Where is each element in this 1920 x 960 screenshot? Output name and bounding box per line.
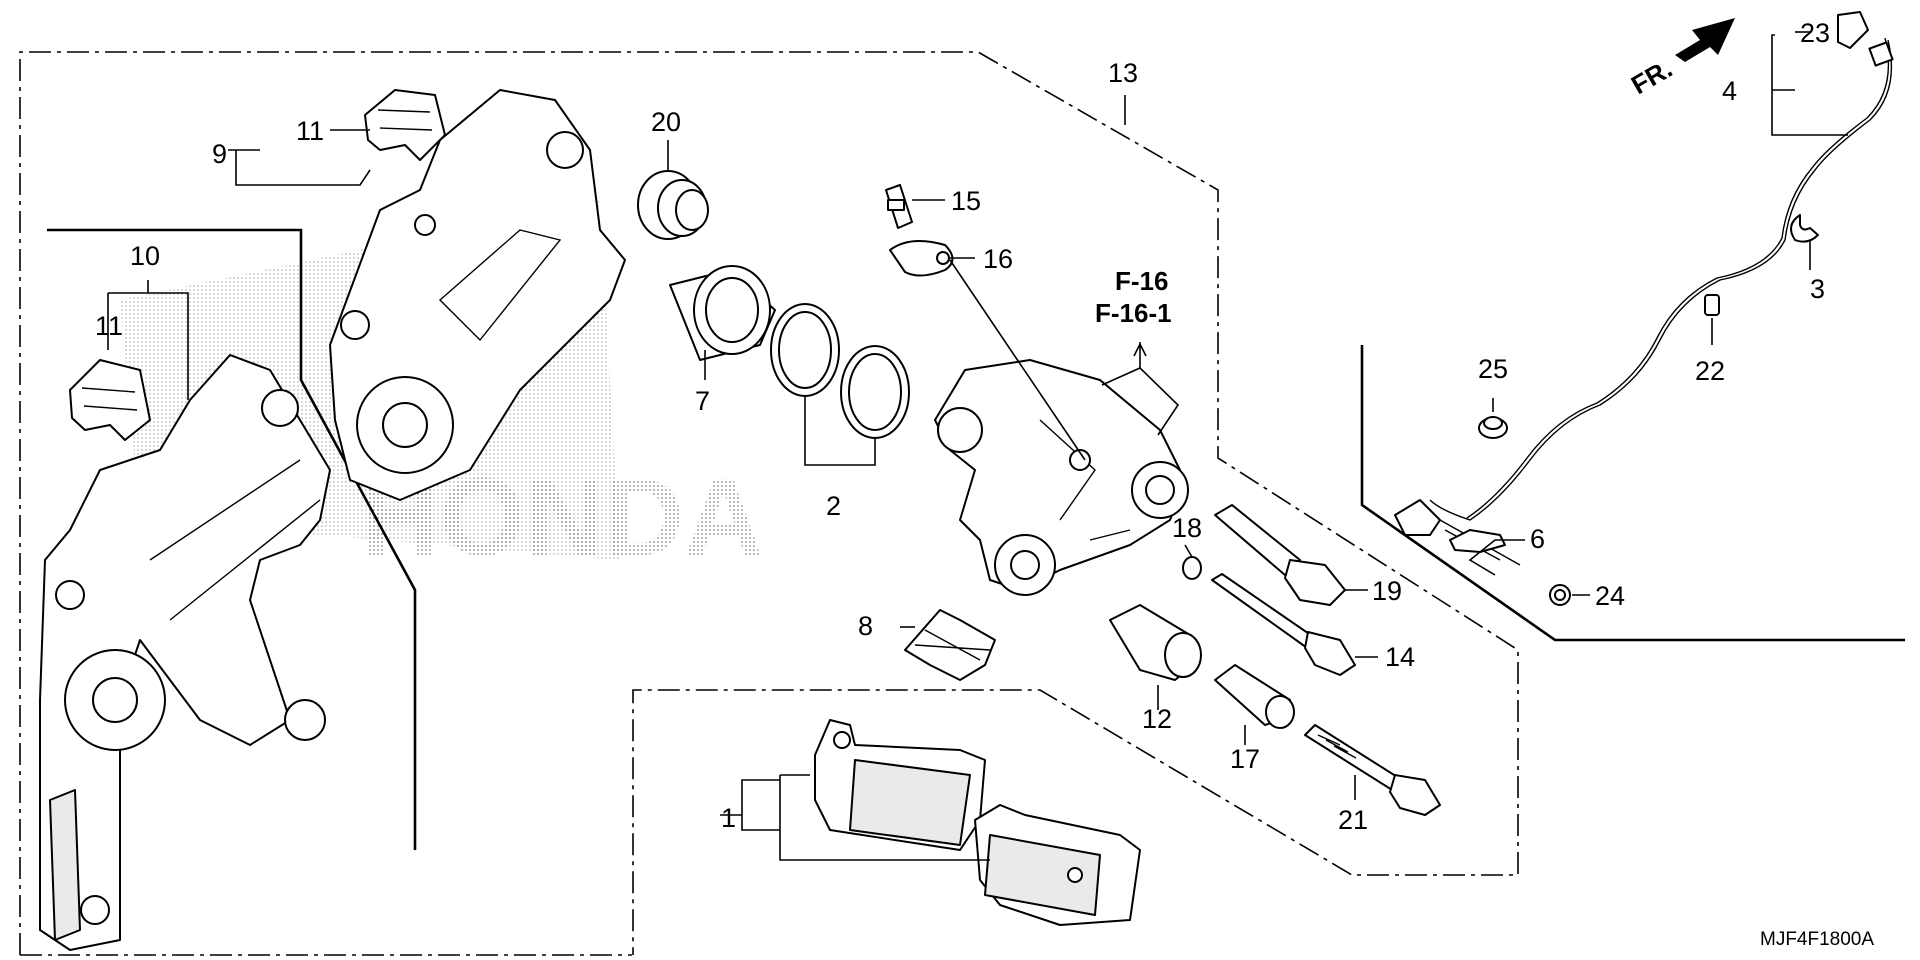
diagram-code: MJF4F1800A — [1760, 929, 1874, 950]
bleeder-screw — [885, 184, 913, 229]
pin-bolt — [1211, 573, 1356, 676]
pin-bolt-long — [1214, 504, 1346, 606]
brake-pads — [814, 719, 1141, 926]
caliper-bracket-lower — [39, 354, 331, 951]
pad-spring-upper — [364, 89, 446, 161]
callout-19: 19 — [1372, 576, 1402, 606]
reference-link: F-16 F-16-1 — [1095, 266, 1180, 436]
caliper-body — [934, 359, 1189, 596]
callout-4: 4 — [1722, 76, 1737, 106]
grommet — [1478, 416, 1508, 439]
callout-9: 9 — [212, 139, 227, 169]
callout-20: 20 — [651, 107, 681, 137]
piston — [669, 265, 776, 361]
callout-3: 3 — [1810, 274, 1825, 304]
reference-line-1: F-16 — [1115, 266, 1168, 296]
pad-retainer — [904, 609, 996, 681]
callout-10: 10 — [130, 241, 160, 271]
flange-bolt — [1304, 724, 1441, 816]
wire-clip — [1704, 294, 1720, 316]
front-direction-label: FR. — [1626, 53, 1677, 100]
callout-11-upper: 11 — [296, 116, 324, 146]
connector-clip — [1837, 11, 1869, 49]
callout-14: 14 — [1385, 642, 1415, 672]
callout-21: 21 — [1338, 805, 1368, 835]
callout-labels: 1 2 3 4 6 7 8 9 10 11 11 12 13 14 15 16 … — [95, 18, 1830, 835]
callout-12: 12 — [1142, 704, 1172, 734]
callout-16: 16 — [983, 244, 1013, 274]
caliper-bracket-upper — [329, 89, 626, 501]
callout-18: 18 — [1172, 513, 1202, 543]
sleeve — [1214, 664, 1295, 729]
callout-15: 15 — [951, 186, 981, 216]
pin-boot — [1109, 604, 1202, 681]
callout-13: 13 — [1108, 58, 1138, 88]
pad-spring-lower — [69, 359, 151, 441]
washer — [1182, 556, 1202, 580]
callout-2: 2 — [826, 491, 841, 521]
callout-17: 17 — [1230, 744, 1260, 774]
boot — [637, 170, 709, 240]
group-boundaries — [19, 51, 1905, 956]
callout-8: 8 — [858, 611, 873, 641]
callout-11-lower: 11 — [95, 311, 123, 341]
stay-bolt — [1549, 584, 1571, 606]
wire-clamp — [1790, 214, 1819, 243]
callout-7: 7 — [695, 386, 710, 416]
bleeder-cap — [889, 240, 954, 277]
callout-22: 22 — [1695, 356, 1725, 386]
piston-seals — [770, 303, 910, 439]
callout-23: 23 — [1800, 18, 1830, 48]
callout-25: 25 — [1478, 354, 1508, 384]
callout-24: 24 — [1595, 581, 1625, 611]
front-direction-indicator: FR. — [1626, 18, 1735, 100]
callout-6: 6 — [1530, 524, 1545, 554]
wire-stay — [1449, 529, 1506, 553]
reference-line-2: F-16-1 — [1095, 298, 1172, 328]
leader-lines — [107, 31, 1848, 861]
callout-1: 1 — [721, 803, 736, 833]
